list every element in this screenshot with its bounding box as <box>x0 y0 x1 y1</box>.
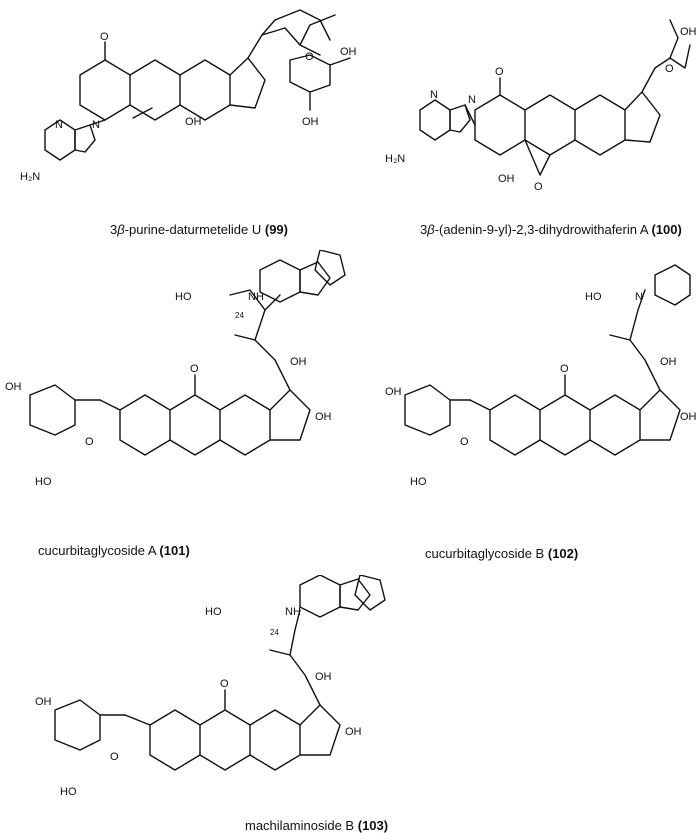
structure-99: O OH H₂N N N O OH OH <box>0 0 360 220</box>
atom-N: N <box>430 89 438 101</box>
atom-HO-sugar: HO <box>410 476 427 488</box>
atom-H2N: H₂N <box>385 153 405 165</box>
atom-OH: OH <box>498 173 515 185</box>
atom-O-ketone: O <box>560 363 569 375</box>
caption-103: machilaminoside B (103) <box>245 818 389 833</box>
atom-O-ketone: O <box>190 363 199 375</box>
atom-HO-sugar: HO <box>35 476 52 488</box>
atom-O-epoxide: O <box>534 181 543 193</box>
structure-101-drawing: O O OH OH HO NH 24 OH HO <box>5 250 346 488</box>
atom-N: N <box>55 119 63 131</box>
atom-OH-sugar: OH <box>35 696 52 708</box>
atom-OH-ring: OH <box>345 726 362 738</box>
atom-N2: N <box>92 119 100 131</box>
atom-O: O <box>495 66 504 78</box>
atom-O-enone: O <box>460 436 469 448</box>
atom-O-ketone: O <box>220 678 229 690</box>
atom-NH: NH <box>248 291 264 303</box>
atom-c24: 24 <box>235 311 244 320</box>
atom-OH-sugar: OH <box>340 46 357 58</box>
structure-102: O O OH OH HO N OH HO <box>380 250 700 530</box>
atom-c24: 24 <box>270 628 279 637</box>
atom-OH: OH <box>185 116 202 128</box>
atom-HO-sugar: HO <box>60 786 77 798</box>
atom-OH-sugar: OH <box>385 386 402 398</box>
atom-OH-sugar2: OH <box>302 116 319 128</box>
atom-OH: OH <box>290 356 307 368</box>
caption-102: cucurbitaglycoside B (102) <box>425 546 579 561</box>
atom-OH-ring: OH <box>680 411 697 423</box>
atom-N2: N <box>468 94 476 106</box>
atom-OH-ring: OH <box>315 411 332 423</box>
atom-O-enone: O <box>85 436 94 448</box>
atom-OH-sugar: OH <box>5 381 22 393</box>
caption-99: 3β-purine-daturmetelide U (99) <box>110 222 288 237</box>
atom-O-sugar: O <box>305 51 314 63</box>
atom-HO: HO <box>205 606 222 618</box>
structure-103: O O OH OH HO NH 24 OH HO <box>0 575 400 805</box>
caption-100: 3β-(adenin-9-yl)-2,3-dihydrowithaferin A… <box>420 222 682 237</box>
caption-101: cucurbitaglycoside A (101) <box>38 543 190 558</box>
atom-O-lactone: O <box>665 63 674 75</box>
structure-100: O OH O H₂N N N O OH <box>380 0 700 220</box>
structure-100-drawing: O OH O H₂N N N O OH <box>385 19 697 193</box>
atom-N: N <box>635 291 643 303</box>
atom-OH-chain: OH <box>680 26 697 38</box>
structure-102-drawing: O O OH OH HO N OH HO <box>385 264 697 488</box>
atom-HO: HO <box>585 291 602 303</box>
atom-O-enone: O <box>110 751 119 763</box>
atom-OH: OH <box>315 671 332 683</box>
atom-H2N: H₂N <box>20 171 40 183</box>
atom-NH: NH <box>285 606 301 618</box>
structure-99-drawing: O OH H₂N N N O OH OH <box>20 9 357 183</box>
atom-OH: OH <box>660 356 677 368</box>
structure-103-drawing: O O OH OH HO NH 24 OH HO <box>35 575 386 798</box>
atom-HO: HO <box>175 291 192 303</box>
structure-101: O O OH OH HO NH 24 OH HO <box>0 250 350 530</box>
atom-O: O <box>100 31 109 43</box>
